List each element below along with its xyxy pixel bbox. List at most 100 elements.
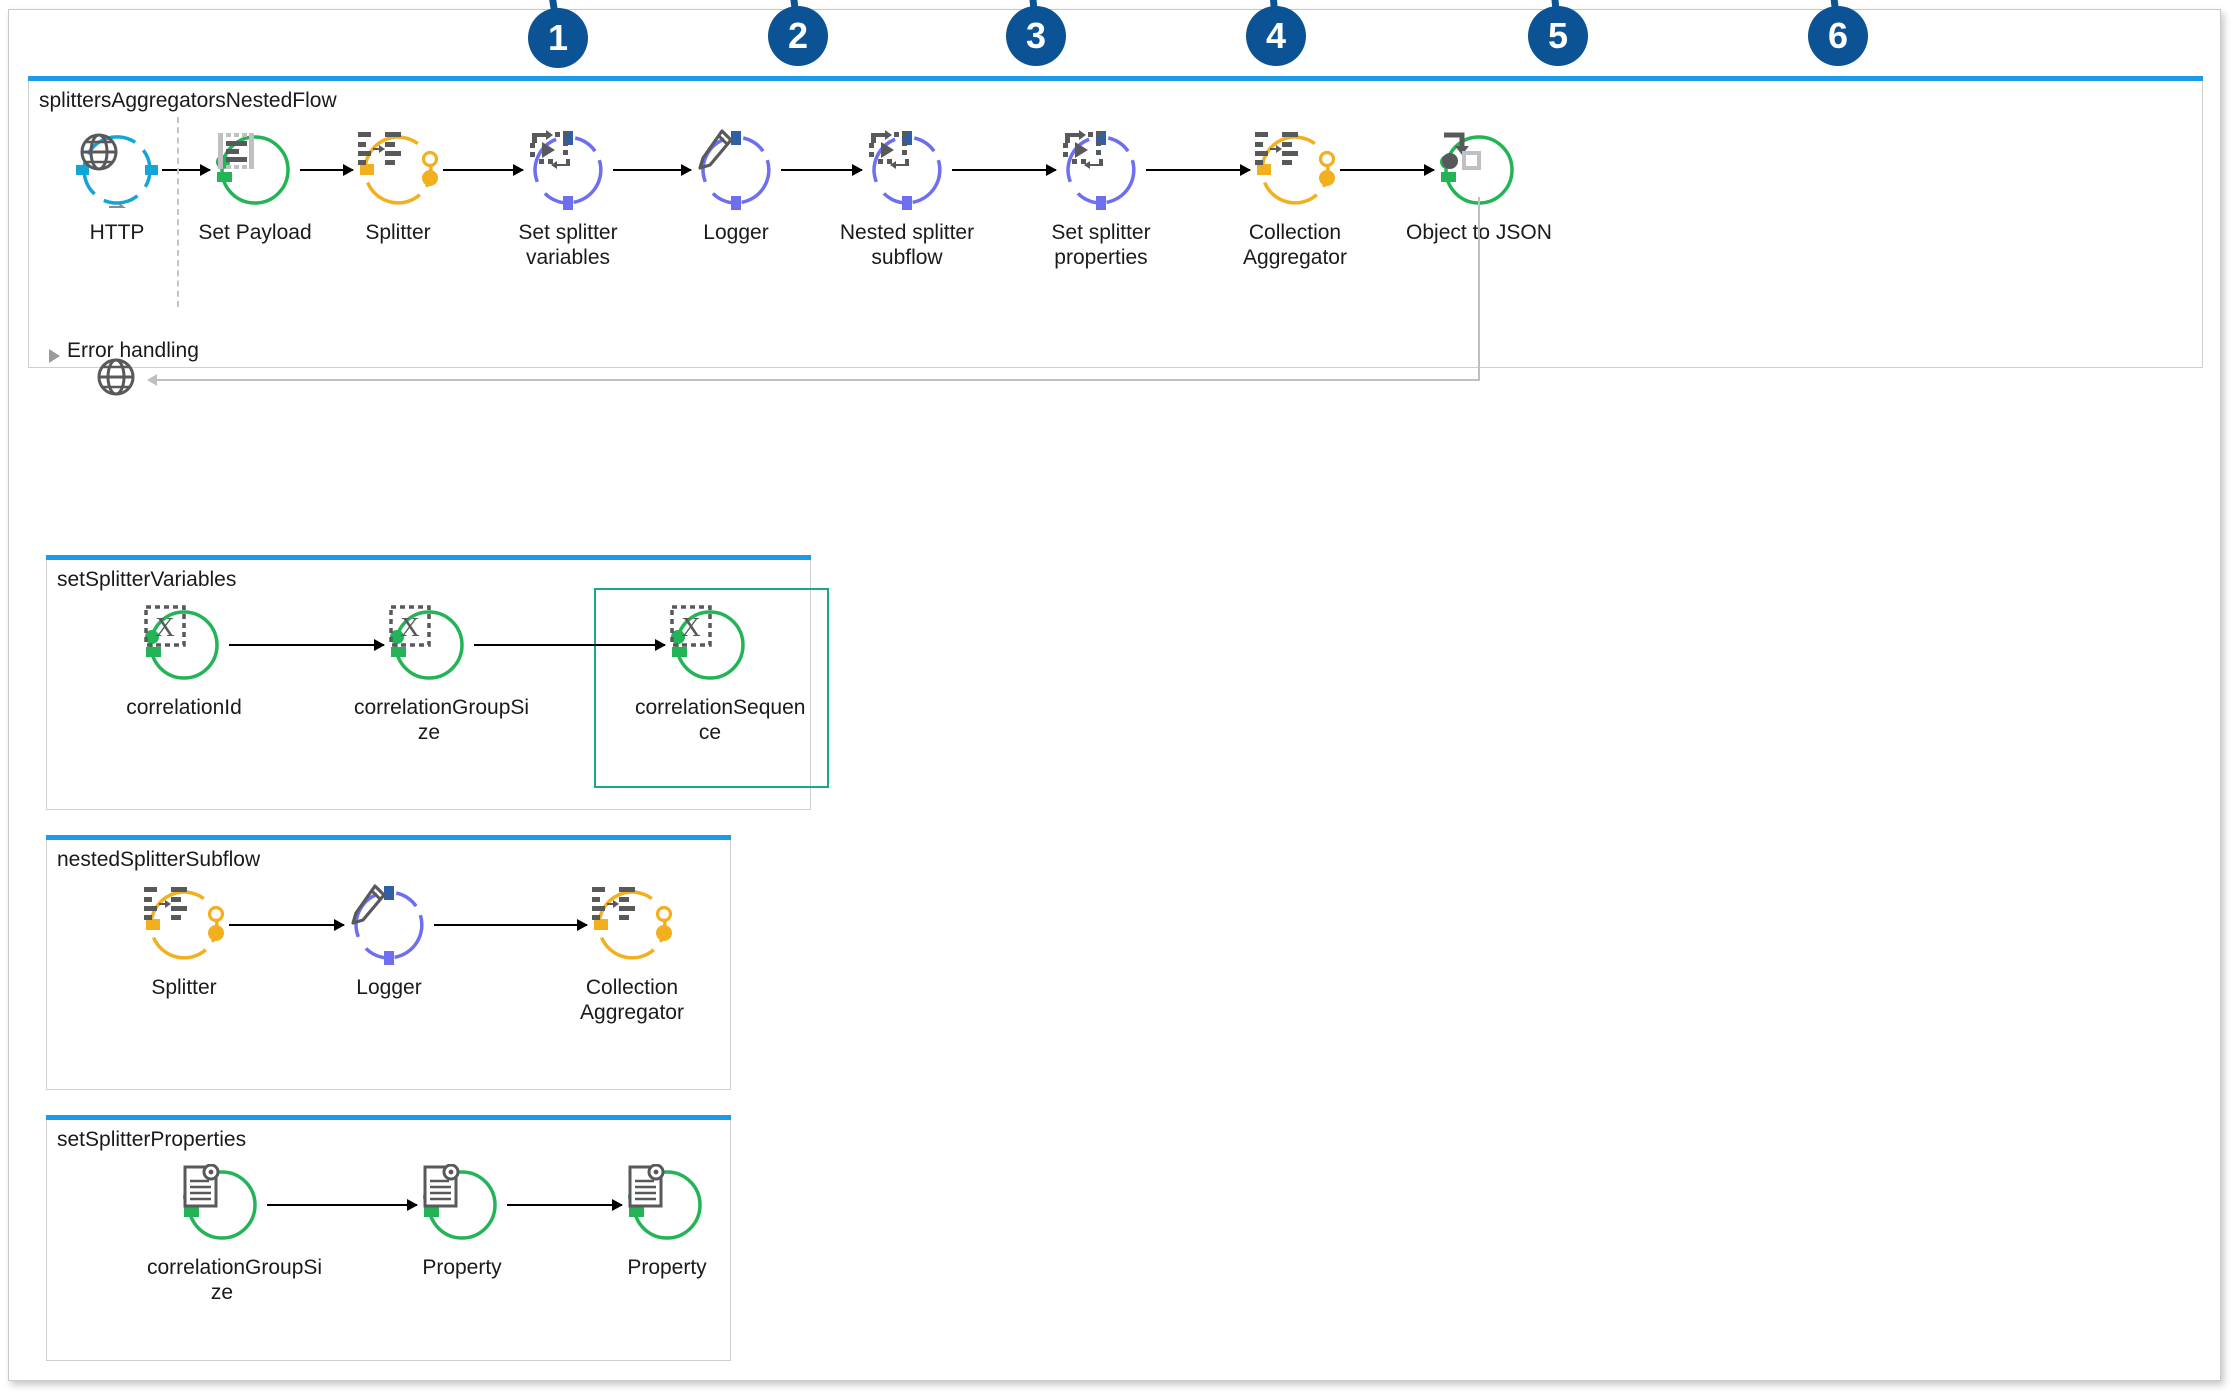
flow-panel-setSplitterProperties[interactable]: setSplitterProperties correlationGroupSi… <box>46 1115 731 1361</box>
globe-icon <box>76 129 158 211</box>
node-ring <box>181 1164 263 1246</box>
node-ring <box>421 1164 503 1246</box>
flow-node[interactable]: HTTP <box>57 129 177 245</box>
flow-panel-title: setSplitterVariables <box>57 568 237 591</box>
splitter-icon <box>143 884 225 966</box>
flow-connector-arrow <box>229 919 345 931</box>
error-return-arrowhead <box>147 374 157 386</box>
node-ring: X <box>669 604 751 686</box>
node-label: correlationId <box>126 696 242 719</box>
property-icon <box>181 1164 263 1246</box>
property-icon <box>421 1164 503 1246</box>
flow-node[interactable]: Set Payload <box>195 129 315 245</box>
callout-badge: 5 <box>1528 6 1588 66</box>
flow-connector-arrow <box>300 164 354 176</box>
node-ring <box>626 1164 708 1246</box>
flow-connector-arrow <box>1146 164 1251 176</box>
node-ring <box>1254 129 1336 211</box>
error-return-path-horizontal <box>157 379 1480 381</box>
node-ring <box>866 129 948 211</box>
splitter-icon <box>357 129 439 211</box>
flow-connector-arrow <box>781 164 863 176</box>
node-label: Logger <box>356 976 422 999</box>
flow-node[interactable]: Logger <box>676 129 796 245</box>
node-label: Splitter <box>365 221 431 244</box>
selected-node-outline[interactable] <box>594 588 829 788</box>
flow-node[interactable]: Logger <box>329 884 449 1000</box>
node-label: Set Payload <box>198 221 312 244</box>
node-ring <box>143 884 225 966</box>
flow-connector-arrow <box>434 919 588 931</box>
flow-node[interactable]: X correlationId <box>109 604 259 720</box>
flow-connector-arrow <box>443 164 524 176</box>
error-handling-expand-caret[interactable] <box>49 349 60 363</box>
aggregator-icon <box>591 884 673 966</box>
callout-badge: 4 <box>1246 6 1306 66</box>
flow-ref-icon <box>527 129 609 211</box>
flow-connector-arrow <box>474 639 666 651</box>
flow-connector-arrow <box>952 164 1057 176</box>
flow-connector-arrow <box>162 164 211 176</box>
node-ring <box>357 129 439 211</box>
svg-text:X: X <box>155 612 175 642</box>
callout-badge: 2 <box>768 6 828 66</box>
node-label: Property <box>627 1256 707 1279</box>
variable-icon: X <box>669 604 751 686</box>
node-ring <box>214 129 296 211</box>
flow-panel-setSplitterVariables[interactable]: setSplitterVariables X correlationId X c… <box>46 555 829 810</box>
flow-connector-arrow <box>507 1199 623 1211</box>
flow-connector-arrow <box>267 1199 418 1211</box>
node-ring <box>527 129 609 211</box>
node-ring: X <box>388 604 470 686</box>
flow-panel-title: splittersAggregatorsNestedFlow <box>39 89 337 112</box>
flow-node[interactable]: Property <box>402 1164 522 1280</box>
flow-node[interactable]: Splitter <box>338 129 458 245</box>
variable-icon: X <box>143 604 225 686</box>
node-ring: X <box>143 604 225 686</box>
callout-badge: 1 <box>528 8 588 68</box>
flow-source-separator <box>177 117 179 307</box>
flow-node[interactable]: Splitter <box>124 884 244 1000</box>
node-ring <box>1438 129 1520 211</box>
node-label: Splitter <box>151 976 217 999</box>
pencil-icon <box>695 129 777 211</box>
callout-badge: 6 <box>1808 6 1868 66</box>
flow-panel-nestedSplitterSubflow[interactable]: nestedSplitterSubflow Splitter <box>46 835 731 1090</box>
error-return-path-vertical <box>1478 197 1480 381</box>
flow-node[interactable]: Property <box>607 1164 727 1280</box>
error-handling-label[interactable]: Error handling <box>67 339 199 362</box>
flow-connector-arrow <box>1340 164 1435 176</box>
flow-panel-title: nestedSplitterSubflow <box>57 848 261 871</box>
node-label: Property <box>422 1256 502 1279</box>
node-label: Logger <box>703 221 769 244</box>
svg-text:X: X <box>681 612 701 642</box>
object-to-json-icon <box>1438 129 1520 211</box>
node-ring <box>591 884 673 966</box>
node-ring <box>695 129 777 211</box>
flow-panel-title: setSplitterProperties <box>57 1128 247 1151</box>
node-label: HTTP <box>89 221 145 244</box>
pencil-icon <box>348 884 430 966</box>
node-ring <box>1060 129 1142 211</box>
flow-connector-arrow <box>613 164 692 176</box>
error-handling-globe-icon <box>93 354 139 400</box>
flow-panel-main[interactable]: splittersAggregatorsNestedFlow HTTP <box>28 76 2203 396</box>
flow-ref-icon <box>1060 129 1142 211</box>
callout-badge: 3 <box>1006 6 1066 66</box>
page-sheet: splittersAggregatorsNestedFlow HTTP <box>8 9 2221 1381</box>
